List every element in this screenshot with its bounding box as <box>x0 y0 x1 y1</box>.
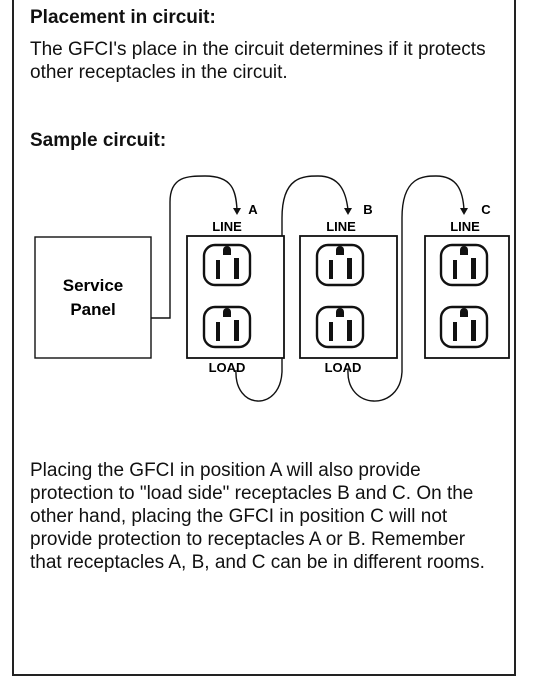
placement-heading: Placement in circuit: <box>30 7 216 28</box>
explanation-text: Placing the GFCI in position A will also… <box>30 460 485 573</box>
receptacle-c-letter: C <box>481 202 491 217</box>
wire-a-to-b <box>235 175 349 402</box>
service-panel-label-line2: Panel <box>70 300 115 319</box>
outlet-icon <box>202 243 252 287</box>
receptacle-a-letter: A <box>248 202 258 217</box>
outlet-icon <box>315 305 365 349</box>
outlet-icon <box>315 243 365 287</box>
receptacle-b-line-label: LINE <box>326 219 356 234</box>
receptacle-c: C LINE <box>424 202 510 359</box>
service-panel-box <box>34 236 152 359</box>
service-panel-label-line1: Service <box>63 276 124 295</box>
outlet-icon <box>439 243 489 287</box>
receptacle-a: A LINE LOAD <box>186 202 285 375</box>
outlet-icon <box>439 305 489 349</box>
feed-wire <box>151 175 238 319</box>
sample-circuit-heading: Sample circuit: <box>30 130 167 151</box>
receptacle-b: B LINE LOAD <box>299 202 398 375</box>
receptacle-a-line-label: LINE <box>212 219 242 234</box>
wire-b-to-c <box>347 175 465 402</box>
receptacle-a-load-label: LOAD <box>209 360 246 375</box>
outlet-icon <box>202 305 252 349</box>
arrow-to-c <box>460 208 468 215</box>
arrow-to-b <box>344 208 352 215</box>
receptacle-c-line-label: LINE <box>450 219 480 234</box>
receptacle-b-letter: B <box>363 202 372 217</box>
arrow-to-a <box>233 208 241 215</box>
receptacle-b-load-label: LOAD <box>325 360 362 375</box>
placement-text: The GFCI's place in the circuit determin… <box>30 39 486 83</box>
